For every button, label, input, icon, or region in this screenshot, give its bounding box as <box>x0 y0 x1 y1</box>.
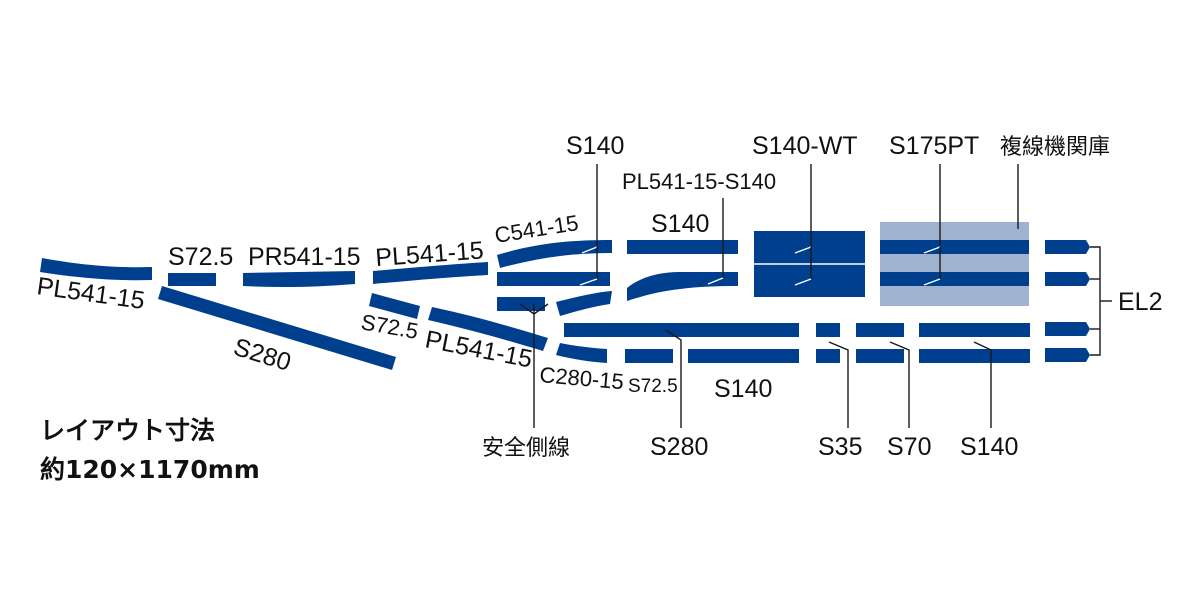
layout-title: レイアウト寸法 <box>40 416 216 445</box>
label-safety-siding: 安全側線 <box>482 436 570 461</box>
label-s140-wt: S140-WT <box>752 132 858 160</box>
label-s72-5-top: S72.5 <box>168 243 233 271</box>
track-s175pt-lower <box>880 272 1029 286</box>
label-s280-bottom: S280 <box>650 433 708 461</box>
label-pl541-15-s140: PL541-15-S140 <box>622 169 776 194</box>
label-s140-mid: S140 <box>651 210 709 238</box>
label-s35: S35 <box>818 433 862 461</box>
track-c280-15 <box>556 343 607 363</box>
track-s140-bottom <box>688 349 799 363</box>
label-s72-5-small: S72.5 <box>628 376 678 397</box>
track-s280-left <box>158 286 396 370</box>
track-c541-15 <box>497 240 612 268</box>
track-safety-siding-curve <box>556 291 612 316</box>
track-s280-bottom <box>564 323 799 337</box>
track-pr541-15 <box>243 271 355 288</box>
track-s72-5-small <box>625 349 673 363</box>
track-pl541-15-lower <box>428 307 548 351</box>
leader-lines <box>519 164 1112 428</box>
track-s70-lower <box>856 349 904 363</box>
track-s175pt-upper <box>880 240 1029 254</box>
track-el2-3 <box>1045 322 1090 336</box>
label-s140-bottom: S140 <box>714 375 772 403</box>
track-s140-mid <box>627 240 738 254</box>
label-depot: 複線機関庫 <box>1000 135 1110 160</box>
track-s72-5-lower <box>369 293 420 319</box>
track-c541-15-straight <box>497 272 610 286</box>
track-el2-1 <box>1045 240 1090 254</box>
label-s280-left: S280 <box>230 333 294 377</box>
track-s140-right-upper <box>919 323 1030 337</box>
track-s140-right-lower <box>919 349 1030 363</box>
layout-size: 約120×1170mm <box>40 455 260 484</box>
track-s35-lower <box>816 349 840 363</box>
label-s175pt: S175PT <box>889 132 979 160</box>
label-s140-top: S140 <box>566 132 624 160</box>
label-s70: S70 <box>887 433 931 461</box>
track-s35-upper <box>816 323 840 337</box>
label-el2: EL2 <box>1118 288 1162 316</box>
track-s72-5-top <box>168 273 216 286</box>
track-s70-upper <box>856 323 904 337</box>
track-pl541-15-left <box>40 258 152 281</box>
track-pl541-15-mid <box>373 262 488 284</box>
track-pl541-15-s140 <box>627 272 738 301</box>
track-el2-2 <box>1045 272 1090 286</box>
label-c280-15: C280-15 <box>539 362 625 394</box>
label-s140-right: S140 <box>960 433 1018 461</box>
depot-platform <box>880 222 1029 306</box>
label-pr541-15: PR541-15 <box>248 243 361 271</box>
track-el2-4 <box>1045 348 1090 362</box>
